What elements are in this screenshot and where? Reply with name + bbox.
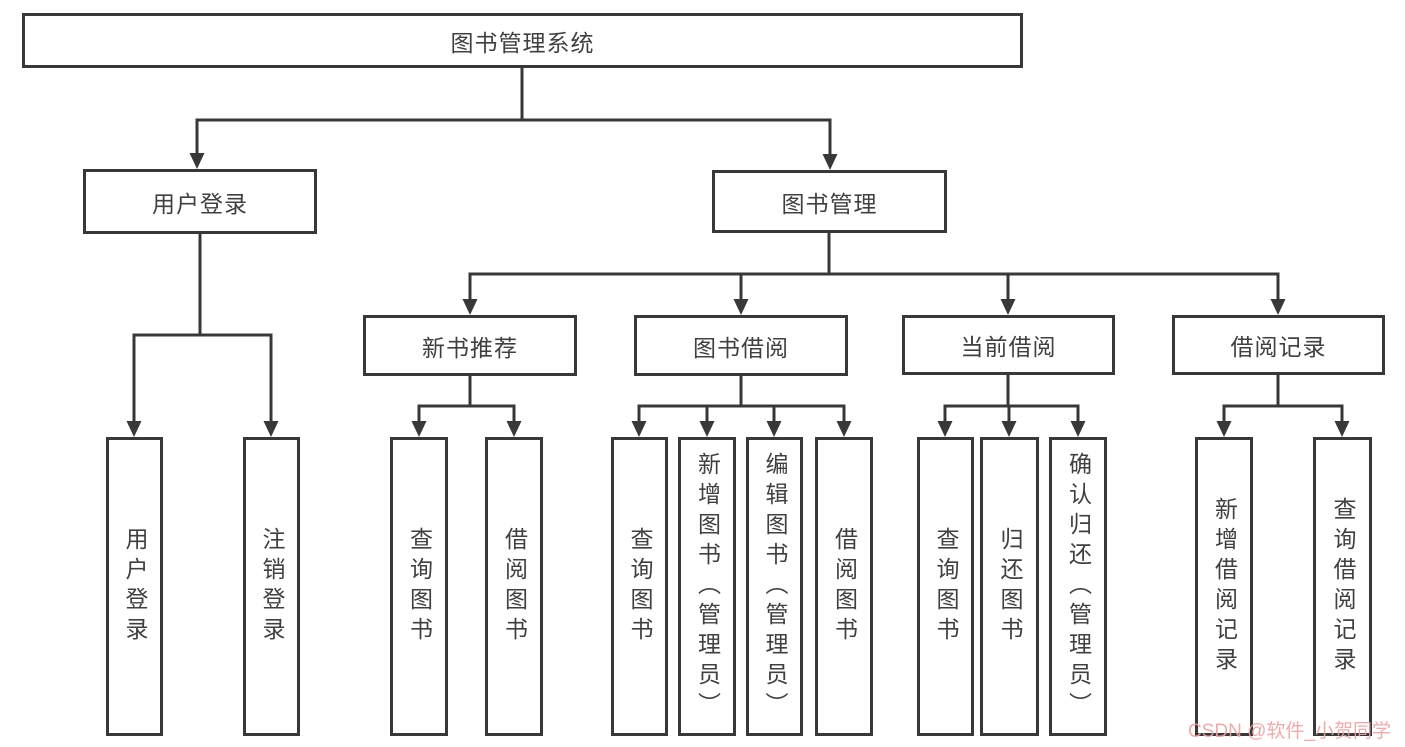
leaf-borrow-book-2: 借阅图书 (815, 437, 873, 736)
node-label: 查询图书 (406, 526, 433, 647)
node-label: 图书管理 (781, 190, 878, 217)
leaf-return-book: 归还图书 (980, 437, 1039, 736)
arrow-icon (699, 421, 715, 437)
connector-book-borrow (637, 376, 846, 423)
connector-borrow-records (1222, 375, 1344, 423)
leaf-query-borrow-record: 查询借阅记录 (1313, 437, 1372, 736)
arrow-icon (126, 421, 142, 437)
arrow-icon (937, 421, 953, 437)
arrow-icon (1270, 299, 1286, 315)
node-label: 借阅图书 (831, 526, 858, 647)
node-label: 新增图书（管理员） (694, 451, 721, 722)
leaf-query-book-2: 查询图书 (611, 437, 668, 736)
node-borrow-records: 借阅记录 (1172, 315, 1385, 375)
leaf-user-login: 用户登录 (106, 437, 163, 736)
leaf-query-book-3: 查询图书 (917, 437, 974, 736)
connector-new-book-recommend (417, 376, 516, 423)
node-label: 图书管理系统 (450, 29, 595, 56)
node-book-borrow: 图书借阅 (634, 315, 848, 376)
node-library-management-system: 图书管理系统 (22, 13, 1023, 68)
arrow-icon (506, 421, 522, 437)
leaf-query-book-1: 查询图书 (390, 437, 448, 736)
arrow-icon (462, 299, 478, 315)
node-label: 新书推荐 (422, 334, 518, 361)
leaf-logout: 注销登录 (243, 437, 300, 736)
node-label: 查询图书 (933, 526, 959, 647)
node-label: 当前借阅 (960, 334, 1057, 360)
arrow-icon (631, 421, 647, 437)
node-label: 查询借阅记录 (1330, 496, 1356, 677)
node-label: 归还图书 (997, 526, 1023, 647)
arrow-icon (263, 421, 279, 437)
node-book-management: 图书管理 (712, 170, 947, 233)
node-label: 用户登录 (122, 526, 148, 647)
node-new-book-recommend: 新书推荐 (363, 315, 577, 376)
arrow-icon (411, 421, 427, 437)
arrow-icon (1000, 299, 1016, 315)
leaf-add-borrow-record: 新增借阅记录 (1195, 437, 1253, 736)
arrow-icon (189, 153, 205, 169)
arrow-icon (822, 154, 838, 170)
node-label: 借阅记录 (1230, 334, 1327, 360)
connector-book-management (468, 233, 1280, 301)
connector-current-borrow (943, 375, 1080, 423)
connector-root (195, 68, 832, 155)
node-label: 借阅图书 (501, 526, 528, 647)
connector-user-login (132, 234, 273, 423)
leaf-edit-book-admin: 编辑图书（管理员） (746, 437, 803, 736)
watermark: CSDN @软件_小贺同学 (1188, 721, 1391, 742)
node-current-borrow: 当前借阅 (902, 315, 1115, 375)
node-user-login: 用户登录 (83, 169, 317, 234)
arrow-icon (836, 421, 852, 437)
leaf-confirm-return-admin: 确认归还（管理员） (1049, 437, 1107, 736)
arrow-icon (1001, 421, 1017, 437)
arrow-icon (733, 299, 749, 315)
arrow-icon (1334, 421, 1350, 437)
leaf-borrow-book-1: 借阅图书 (485, 437, 543, 736)
node-label: 新增借阅记录 (1211, 496, 1238, 677)
arrow-icon (1216, 421, 1232, 437)
node-label: 注销登录 (259, 526, 285, 647)
arrow-icon (766, 421, 782, 437)
node-label: 用户登录 (152, 190, 248, 217)
node-label: 查询图书 (627, 526, 653, 647)
arrow-icon (1070, 421, 1086, 437)
node-label: 确认归还（管理员） (1065, 451, 1092, 722)
node-label: 图书借阅 (693, 334, 789, 361)
node-label: 编辑图书（管理员） (762, 451, 788, 722)
leaf-add-book-admin: 新增图书（管理员） (678, 437, 736, 736)
